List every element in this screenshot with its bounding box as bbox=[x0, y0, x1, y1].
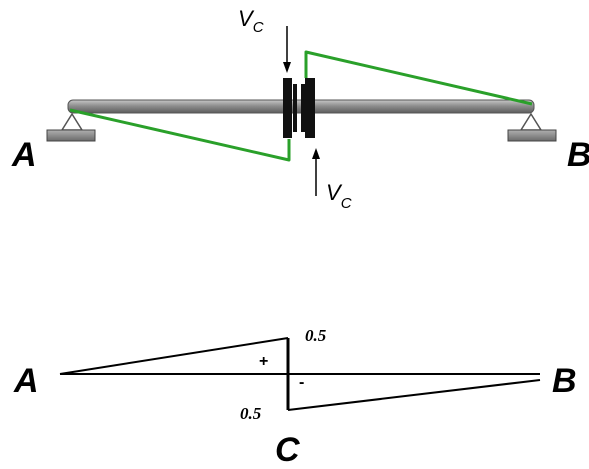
left-pin-support bbox=[46, 112, 96, 142]
right-pin-support bbox=[507, 112, 557, 142]
support-label-a-top: A bbox=[11, 136, 37, 174]
section-label-c: C bbox=[275, 431, 300, 469]
diagram-label-b: B bbox=[552, 362, 577, 400]
negative-sign: - bbox=[299, 374, 304, 391]
shear-cut-blocks bbox=[283, 78, 315, 138]
influence-line-diagram: A B C 0.5 0.5 + - bbox=[13, 326, 577, 469]
positive-branch bbox=[59, 337, 289, 375]
shear-arrow-down bbox=[283, 26, 291, 73]
value-top: 0.5 bbox=[305, 326, 327, 345]
shear-arrow-up bbox=[312, 148, 320, 196]
deflected-shape-left-segment bbox=[69, 108, 291, 162]
shear-label-bottom: VC bbox=[326, 180, 352, 212]
value-bottom: 0.5 bbox=[240, 404, 262, 423]
shear-label-top: VC bbox=[238, 6, 264, 36]
support-label-b-top: B bbox=[567, 136, 589, 174]
negative-branch bbox=[287, 379, 541, 411]
positive-sign: + bbox=[259, 353, 268, 370]
diagram-label-a: A bbox=[13, 362, 39, 400]
deflected-shape-right-segment bbox=[304, 50, 533, 106]
beam-figure: A B VC VC bbox=[11, 6, 589, 212]
